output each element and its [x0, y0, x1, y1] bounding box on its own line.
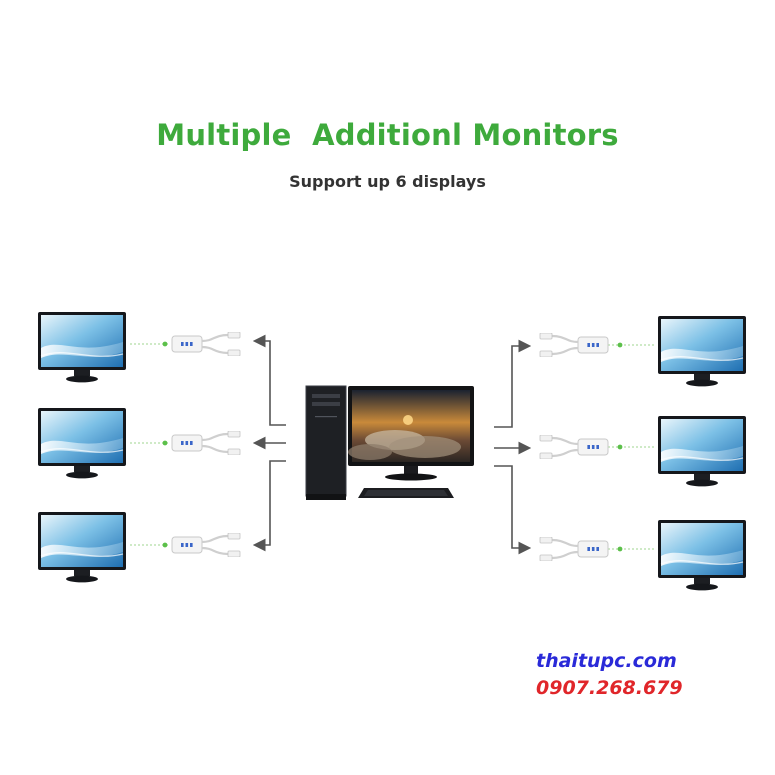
right-connectors	[608, 344, 656, 550]
left-monitor-1	[38, 312, 127, 383]
keyboard	[358, 488, 454, 498]
left-adapter-2	[170, 431, 242, 455]
right-monitor-3	[658, 520, 747, 592]
left-monitor-3	[38, 512, 127, 584]
right-arrows	[494, 339, 532, 555]
site-watermark: thaitupc.com	[536, 650, 677, 672]
left-adapter-1	[170, 332, 242, 356]
left-connector-dots	[162, 341, 168, 548]
left-monitor-2	[38, 408, 127, 479]
headline-subtitle: Support up 6 displays	[289, 172, 486, 191]
pc-tower	[305, 385, 347, 500]
right-connector-dots	[617, 342, 623, 552]
center-monitor	[348, 386, 474, 481]
left-arrows	[252, 334, 286, 552]
right-adapter-1	[538, 333, 610, 357]
right-adapter-2	[538, 435, 610, 459]
left-adapter-3	[170, 533, 242, 557]
right-monitor-2	[658, 416, 747, 487]
headline-title: Multiple Additionl Monitors	[156, 118, 619, 152]
right-adapter-3	[538, 537, 610, 561]
right-monitor-1	[658, 316, 747, 387]
phone-watermark: 0907.268.679	[536, 677, 683, 699]
